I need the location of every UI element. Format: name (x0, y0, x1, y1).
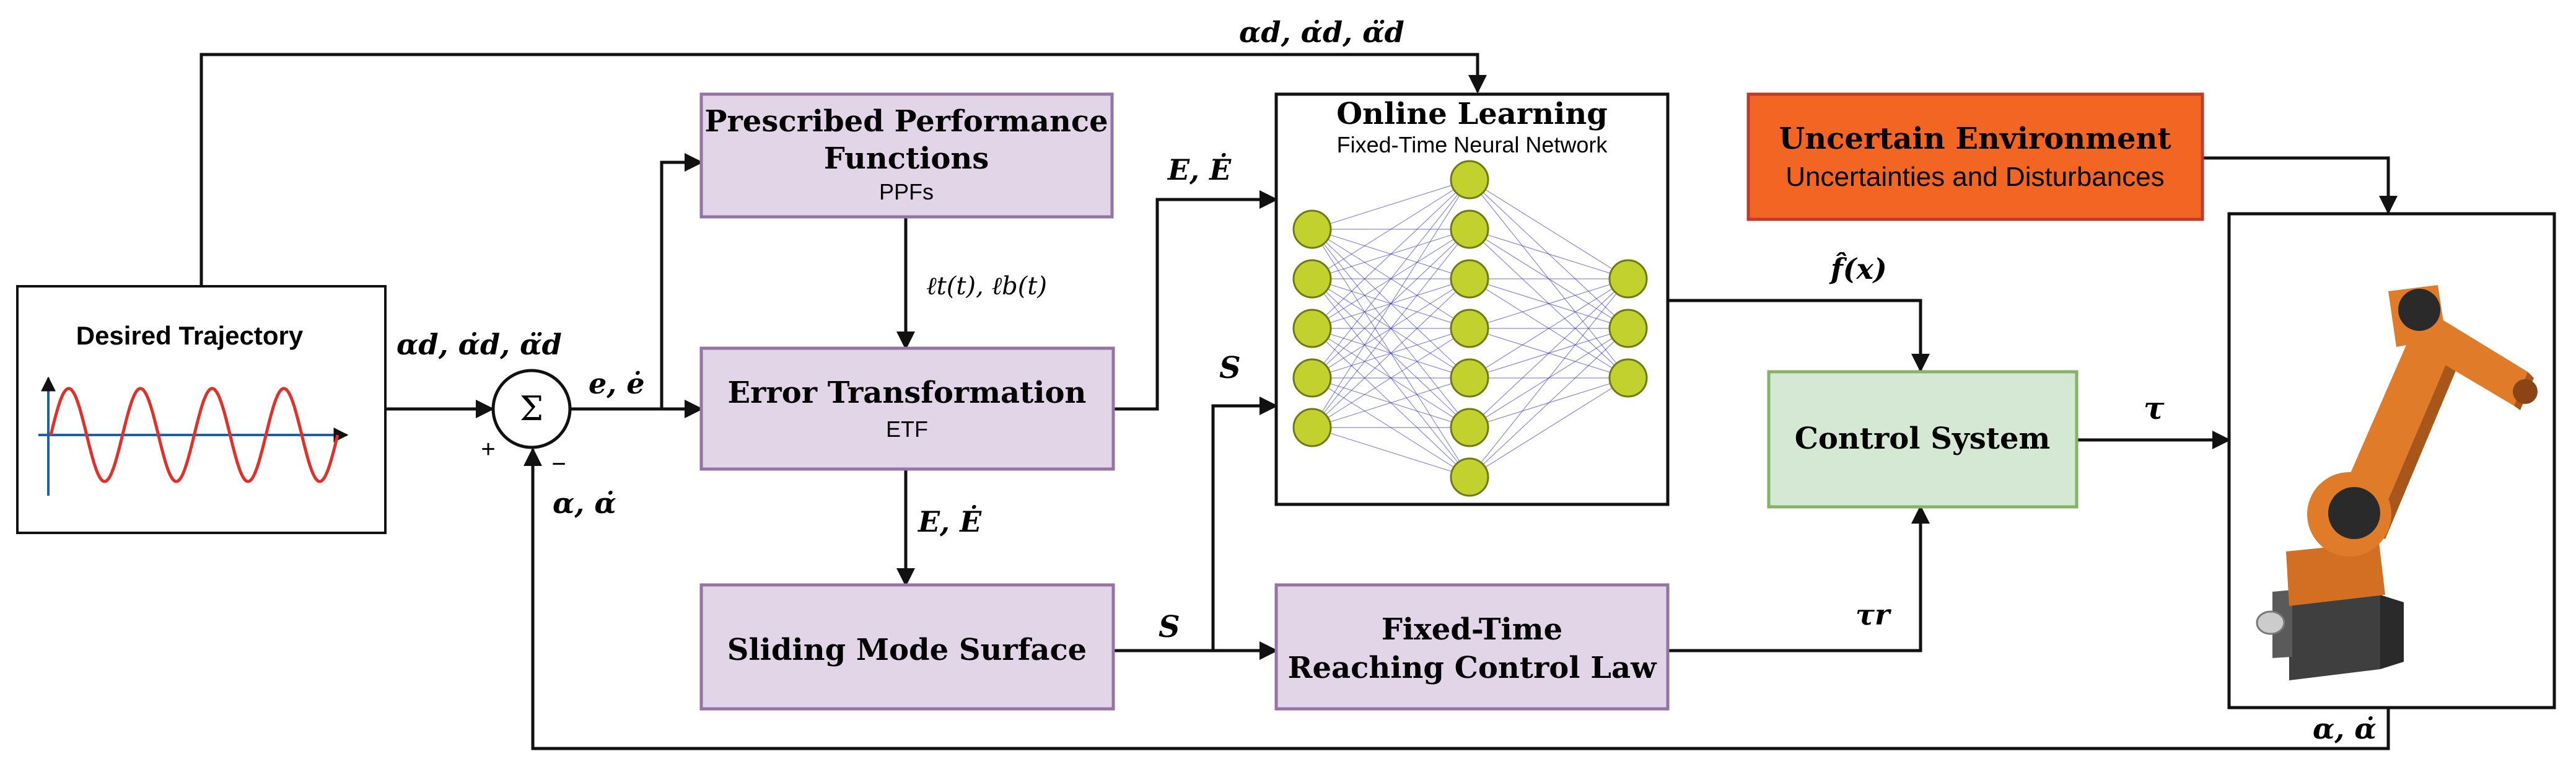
nn-neuron-layer-2 (1450, 408, 1489, 447)
ppf-title-line1: Prescribed Performance (704, 104, 1108, 139)
label-e-to-nn: E, Ė (1167, 152, 1232, 187)
nn-neuron-layer-1 (1292, 358, 1332, 398)
nn-neuron-layer-1 (1292, 309, 1332, 348)
label-desired-out: αd, α̇d, α̈d (396, 328, 562, 361)
error-transformation-block: Error Transformation ETF (699, 346, 1115, 471)
nn-connection (1469, 278, 1629, 478)
sine-wave (49, 387, 340, 483)
nn-subtitle: Fixed-Time Neural Network (1337, 132, 1608, 157)
label-feedback-left: α, α̇ (553, 486, 616, 520)
minus-sign: − (551, 450, 566, 478)
label-s-to-nn: S (1219, 351, 1241, 385)
desired-trajectory-block: Desired Trajectory (16, 285, 387, 534)
nn-connection (1469, 278, 1629, 379)
nn-connection (1469, 179, 1629, 279)
uncertain-environment-block: Uncertain Environment Uncertainties and … (1746, 92, 2204, 221)
env-title: Uncertain Environment (1779, 121, 2171, 156)
label-e-to-smc: E, Ė (917, 504, 982, 538)
label-nn-out: f̂(x) (1829, 252, 1887, 286)
online-learning-block: Online Learning Fixed-Time Neural Networ… (1274, 92, 1670, 506)
nn-neuron-layer-2 (1450, 309, 1489, 348)
etf-title: Error Transformation (728, 375, 1087, 410)
nn-neuron-layer-3 (1608, 259, 1648, 299)
nn-connection (1312, 229, 1470, 428)
desired-trajectory-title: Desired Trajectory (76, 321, 304, 350)
nn-neuron-layer-1 (1292, 408, 1332, 447)
nn-title: Online Learning (1336, 97, 1608, 131)
nn-connection (1469, 229, 1629, 279)
wire-desired-top (199, 53, 1487, 286)
nn-connection (1312, 179, 1470, 230)
sliding-mode-block: Sliding Mode Surface (699, 583, 1115, 711)
sine-wave-plot (38, 376, 349, 496)
wire-reaching-to-control (1668, 505, 1930, 652)
nn-connection (1312, 179, 1470, 329)
ppf-block: Prescribed Performance Functions PPFs (699, 92, 1114, 219)
nn-connection (1312, 427, 1470, 478)
signal-labels: αd, α̇d, α̈d αd, α̇d, α̈d e, ė ℓt(t), ℓb… (396, 15, 2377, 745)
wire-error-to-ppf (660, 153, 703, 409)
label-s-out: S (1159, 610, 1180, 644)
label-top-desired: αd, α̇d, α̈d (1239, 15, 1404, 49)
nn-neuron-layer-2 (1450, 160, 1489, 200)
ppf-subtitle: PPFs (879, 179, 934, 204)
etf-subtitle: ETF (886, 416, 928, 442)
label-feedback-bottom: α, α̇ (2313, 712, 2377, 745)
control-title: Control System (1795, 421, 2051, 456)
nn-connection (1469, 328, 1629, 478)
wire-feedback (524, 447, 2390, 750)
env-subtitle: Uncertainties and Disturbances (1785, 162, 2164, 192)
nn-connection (1312, 179, 1470, 279)
robot-manipulator (2227, 212, 2556, 709)
neural-network-graphic (1292, 160, 1648, 497)
nn-connection (1312, 179, 1470, 428)
nn-connection (1312, 328, 1470, 428)
label-perf-bounds: ℓt(t), ℓb(t) (926, 272, 1047, 301)
nn-connection (1312, 377, 1470, 428)
nn-neuron-layer-1 (1292, 209, 1332, 249)
nn-neuron-layer-2 (1450, 259, 1489, 299)
wires (199, 53, 2398, 750)
summing-junction: Σ + − (481, 369, 572, 478)
nn-neuron-layer-3 (1608, 309, 1648, 348)
sms-title: Sliding Mode Surface (727, 633, 1087, 667)
robot-arm-illustration (2256, 285, 2538, 680)
label-error: e, ė (589, 367, 645, 400)
reaching-title-line1: Fixed-Time (1382, 612, 1562, 647)
nn-neuron-layer-3 (1608, 358, 1648, 398)
wire-nn-to-control (1668, 299, 1930, 372)
wire-etf-to-nn (1113, 190, 1278, 411)
sigma-symbol: Σ (520, 389, 543, 428)
reaching-title-line2: Reaching Control Law (1288, 651, 1657, 685)
label-reaching-out: τr (1855, 598, 1892, 631)
ppf-title-line2: Functions (824, 141, 989, 176)
reaching-law-block: Fixed-Time Reaching Control Law (1274, 583, 1670, 711)
nn-neuron-layer-2 (1450, 358, 1489, 398)
control-system-block: Control System (1767, 370, 2079, 509)
label-torque: τ (2144, 390, 2165, 426)
nn-connection (1312, 179, 1470, 379)
nn-neuron-layer-2 (1450, 457, 1489, 497)
nn-connection (1469, 278, 1629, 428)
nn-connection (1312, 278, 1470, 428)
nn-connection (1469, 278, 1629, 329)
nn-connection (1469, 377, 1629, 478)
nn-neuron-layer-2 (1450, 209, 1489, 249)
wire-env-to-robot (2202, 156, 2398, 214)
plus-sign: + (481, 436, 495, 463)
nn-neuron-layer-1 (1292, 259, 1332, 299)
wire-s-to-nn (1211, 397, 1278, 651)
